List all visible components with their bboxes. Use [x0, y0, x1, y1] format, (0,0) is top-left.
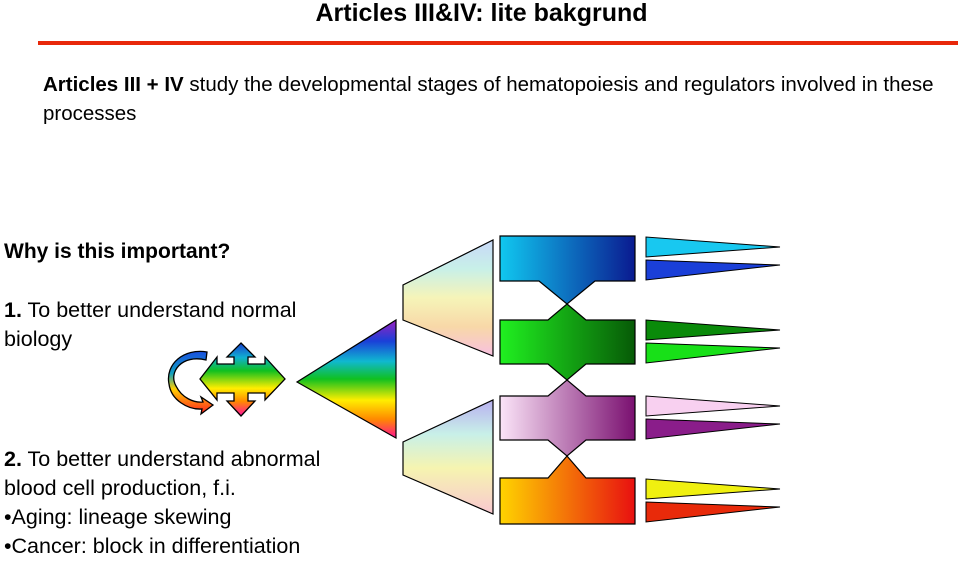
- intro-rest: study the developmental stages of hemato…: [43, 73, 934, 125]
- point-2-line-1: 2. To better understand abnormal: [4, 445, 384, 474]
- question-heading: Why is this important?: [4, 240, 231, 263]
- bullet-cancer: •Cancer: block in differentiation: [4, 534, 301, 558]
- intro-text: Articles III + IV study the developmenta…: [43, 70, 943, 128]
- megakaryocyte-progenitor-block: [499, 379, 636, 457]
- lymphoid-progenitor-block: [499, 303, 636, 381]
- title-divider: [38, 41, 958, 45]
- wedge-light-pink: [645, 395, 781, 417]
- point-2: 2. To better understand abnormal blood c…: [4, 445, 384, 561]
- wedge-light-green: [645, 342, 781, 364]
- intro-bold: Articles III + IV: [43, 73, 184, 96]
- slide-title: Articles III&IV: lite bakgrund: [315, 0, 648, 27]
- bottom-lineage-trapezoid: [402, 399, 494, 515]
- erythroid-progenitor-block: [499, 455, 636, 525]
- wedge-purple: [645, 418, 781, 440]
- wedge-red: [645, 501, 781, 523]
- stem-cell-four-way-arrow-icon: [199, 342, 286, 417]
- wedge-dark-green: [645, 319, 781, 341]
- point-2-line-2: blood cell production, f.i.: [4, 476, 236, 500]
- wedge-yellow: [645, 478, 781, 500]
- point-2-text: To better understand abnormal: [21, 447, 321, 471]
- point-1-number: 1.: [4, 298, 22, 322]
- point-1: 1. To better understand normal biology: [4, 296, 364, 354]
- progenitor-triangle: [295, 318, 397, 440]
- top-lineage-trapezoid: [402, 239, 494, 357]
- self-renewal-arrow-icon: [167, 350, 215, 416]
- wedge-dark-blue: [645, 259, 781, 281]
- point-1-text: To better understand normal biology: [4, 298, 297, 351]
- myeloid-progenitor-block: [499, 235, 636, 305]
- wedge-light-blue: [645, 236, 781, 258]
- point-2-number: 2.: [4, 447, 22, 471]
- bullet-aging: •Aging: lineage skewing: [4, 505, 232, 529]
